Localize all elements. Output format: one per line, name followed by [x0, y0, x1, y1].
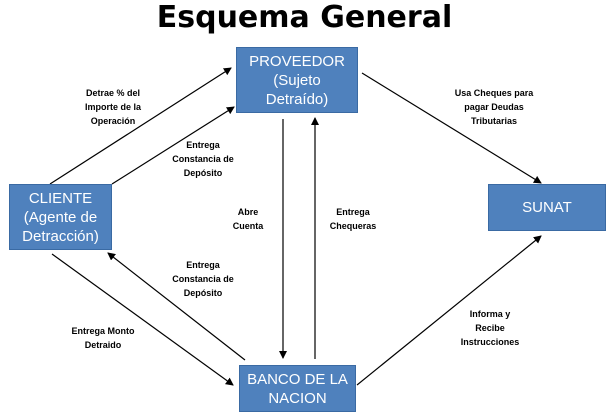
node-sunat-line-1: SUNAT	[522, 199, 572, 216]
edge-label-chequeras-line-2: Chequeras	[329, 221, 377, 231]
node-cliente: CLIENTE (Agente de Detracción)	[9, 184, 112, 250]
edge-label-constancia-top-line-3: Depósito	[183, 168, 223, 178]
node-banco: BANCO DE LA NACION	[239, 365, 356, 412]
edge-label-detrae-line-3: Operación	[90, 116, 136, 126]
node-banco-line-2: NACION	[268, 389, 327, 407]
node-proveedor-line-1: PROVEEDOR	[249, 52, 345, 70]
arrow-banco-to-sunat	[356, 235, 542, 386]
edge-label-monto: Entrega Monto Detraido	[58, 324, 148, 352]
edge-label-chequeras: Entrega Chequeras	[318, 205, 388, 233]
node-cliente-line-2: (Agente de	[23, 208, 98, 226]
edge-label-usa-cheques-line-3: Tributarias	[470, 116, 517, 126]
edge-label-usa-cheques: Usa Cheques para pagar Deudas Tributaria…	[444, 86, 544, 128]
arrow-banco-to-cliente	[107, 252, 246, 361]
node-proveedor-line-3: Detraído)	[265, 90, 329, 108]
edge-label-informa-line-1: Informa y	[469, 309, 511, 319]
edge-label-constancia-mid: Entrega Constancia de Depósito	[160, 258, 246, 300]
node-banco-line-1: BANCO DE LA	[247, 370, 348, 388]
edge-label-detrae: Detrae % del Importe de la Operación	[70, 86, 156, 128]
node-cliente-line-1: CLIENTE	[28, 189, 93, 207]
arrow-cliente-to-banco	[51, 253, 234, 386]
edge-label-constancia-top: Entrega Constancia de Depósito	[160, 138, 246, 180]
edge-label-informa: Informa y Recibe Instrucciones	[452, 307, 528, 349]
edge-label-chequeras-line-1: Entrega	[336, 207, 370, 217]
edge-label-detrae-line-2: Importe de la	[84, 102, 141, 112]
node-proveedor: PROVEEDOR (Sujeto Detraído)	[236, 47, 358, 113]
arrow-proveedor-to-sunat	[361, 72, 542, 184]
edge-label-informa-line-3: Instrucciones	[460, 337, 520, 347]
edge-label-abre-cuenta-line-2: Cuenta	[232, 221, 264, 231]
arrow-cliente-to-proveedor-inner	[111, 106, 235, 185]
edge-label-constancia-mid-line-1: Entrega	[186, 260, 220, 270]
arrow-cliente-to-proveedor-outer	[49, 67, 232, 185]
edge-label-monto-line-2: Detraido	[84, 340, 122, 350]
page-title: Esquema General	[156, 0, 453, 35]
edge-label-constancia-mid-line-2: Constancia de	[172, 274, 234, 284]
node-proveedor-line-2: (Sujeto	[273, 71, 321, 89]
edge-label-constancia-mid-line-3: Depósito	[183, 288, 223, 298]
node-cliente-line-3: Detracción)	[22, 227, 99, 245]
edge-label-monto-line-1: Entrega Monto	[71, 326, 135, 336]
edge-label-constancia-top-line-1: Entrega	[186, 140, 220, 150]
edge-label-usa-cheques-line-1: Usa Cheques para	[454, 88, 534, 98]
edge-label-informa-line-2: Recibe	[475, 323, 505, 333]
edge-label-constancia-top-line-2: Constancia de	[172, 154, 234, 164]
edge-label-abre-cuenta: Abre Cuenta	[220, 205, 276, 233]
edge-label-abre-cuenta-line-1: Abre	[237, 207, 259, 217]
edge-label-detrae-line-1: Detrae % del	[85, 88, 141, 98]
node-sunat: SUNAT	[488, 184, 606, 231]
edge-label-usa-cheques-line-2: pagar Deudas	[464, 102, 524, 112]
